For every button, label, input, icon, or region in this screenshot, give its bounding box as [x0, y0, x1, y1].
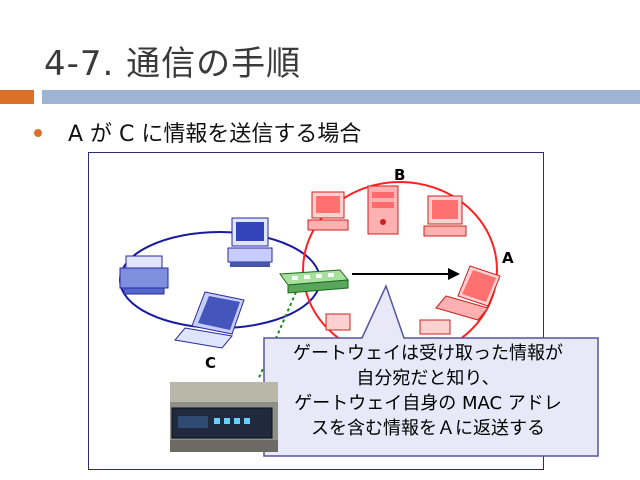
desktop-red-icon-1: [307, 191, 349, 231]
callout-line: 自分宛だと知り、: [356, 368, 500, 389]
laptop-c-icon: [174, 291, 245, 349]
callout-line: スを含む情報をＡに返送する: [311, 418, 545, 439]
title-accent-bar: [0, 90, 34, 104]
bullet-dot: [34, 129, 42, 137]
gateway-device-photo: [170, 382, 278, 452]
label-a: A: [502, 249, 514, 267]
desktop-computer-icon: [227, 217, 273, 267]
server-b-icon: [367, 185, 399, 235]
forward-arrow-head: [448, 268, 460, 280]
desktop-red-icon-3: [325, 313, 451, 335]
label-b: B: [394, 166, 406, 184]
callout-balloon: [263, 283, 599, 457]
label-c: C: [205, 354, 217, 372]
callout-line: ゲートウェイは受け取った情報が: [293, 343, 563, 364]
callout-text: ゲートウェイは受け取った情報が 自分宛だと知り、 ゲートウェイ自身の MAC ア…: [268, 341, 588, 441]
laptop-a-icon: [435, 265, 501, 321]
gateway-switch-icon: [279, 269, 349, 294]
slide-title: 4-7. 通信の手順: [44, 44, 302, 84]
printer-icon: [119, 255, 169, 295]
title-underline-bar: [42, 90, 640, 104]
callout-line: ゲートウェイ自身の MAC アドレ: [294, 393, 562, 414]
desktop-red-icon-2: [423, 195, 467, 237]
bullet-text: A が C に情報を送信する場合: [68, 122, 362, 147]
